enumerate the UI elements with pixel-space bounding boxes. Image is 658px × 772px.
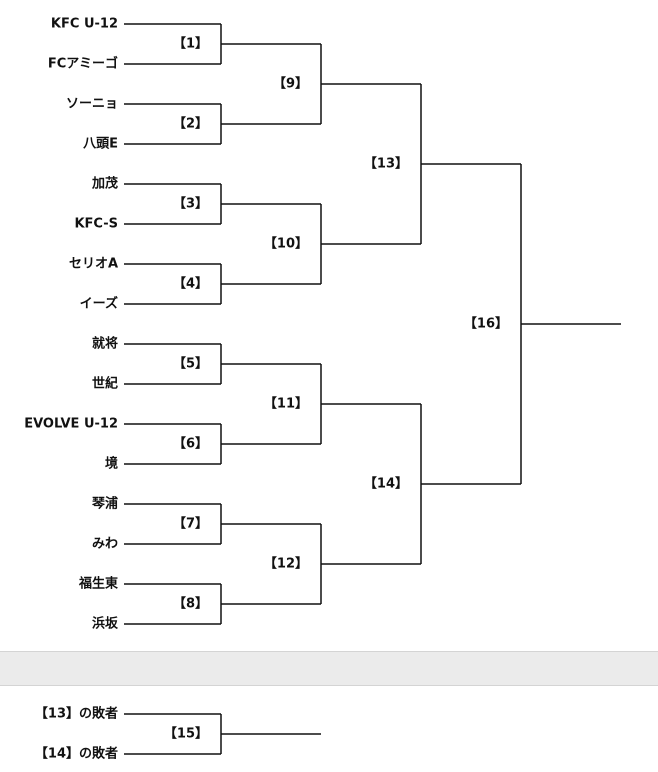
match-label: 【11】 — [264, 396, 308, 412]
team-label: 八頭E — [82, 137, 118, 152]
match-label: 【1】 — [173, 36, 208, 52]
match-label: 【3】 — [173, 196, 208, 212]
team-label: 就将 — [92, 336, 118, 352]
team-label: 加茂 — [91, 176, 118, 192]
team-label: KFC-S — [74, 217, 118, 232]
team-label: 世紀 — [92, 376, 118, 392]
final-match-label: 【16】 — [464, 316, 508, 332]
team-label: EVOLVE U-12 — [24, 417, 118, 432]
match-label: 【7】 — [173, 516, 208, 532]
team-label: 琴浦 — [92, 496, 118, 512]
team-label: みわ — [92, 537, 118, 552]
match-label: 【8】 — [173, 596, 208, 612]
match-label: 【10】 — [264, 236, 308, 252]
match-label: 【12】 — [264, 556, 308, 572]
match-label: 【2】 — [173, 116, 208, 132]
team-label: 福生東 — [78, 576, 118, 592]
section-divider — [0, 651, 658, 686]
team-label: ソーニョ — [66, 97, 118, 112]
third-place-bracket: 【13】の敗者【14】の敗者 【15】 — [35, 706, 321, 762]
match-label: 【14】 — [364, 476, 408, 492]
team-label: イーズ — [80, 296, 118, 312]
third-place-entrant-label: 【14】の敗者 — [35, 746, 118, 762]
team-label: 浜坂 — [92, 616, 119, 632]
match-label: 【13】 — [364, 156, 408, 172]
match-label: 【6】 — [173, 436, 208, 452]
team-label: 境 — [105, 456, 118, 472]
match-label: 【9】 — [273, 76, 308, 92]
team-label: KFC U-12 — [51, 17, 118, 32]
team-label: セリオA — [69, 257, 118, 272]
third-place-match-label: 【15】 — [164, 726, 208, 742]
third-place-entrant-label: 【13】の敗者 — [35, 706, 118, 722]
match-label: 【5】 — [173, 356, 208, 372]
match-label: 【4】 — [173, 276, 208, 292]
team-label: FCアミーゴ — [48, 56, 118, 72]
